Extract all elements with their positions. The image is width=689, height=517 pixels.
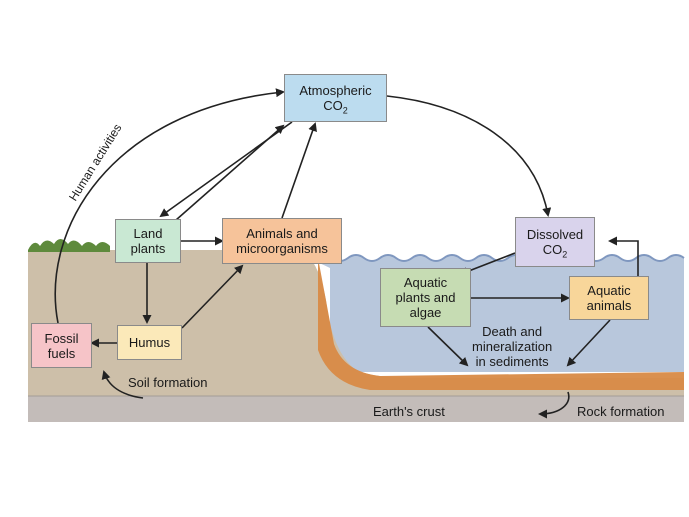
arrow-animals-to-atmosphere: [281, 122, 317, 219]
arrow-aquaticanimals-to-sediment: [566, 319, 611, 367]
fossil-fuels-line2: fuels: [47, 345, 76, 361]
death-line3: in sediments: [475, 354, 549, 369]
fossil-fuels-box: Fossil fuels: [31, 323, 92, 368]
rock-formation-label: Rock formation: [577, 404, 665, 419]
humus-label: Humus: [128, 335, 171, 350]
arrow-humus-to-animals: [181, 264, 244, 329]
animals-line2: microorganisms: [236, 241, 328, 256]
aquatic-animals-line2: animals: [586, 298, 632, 313]
water-surface-line: [331, 254, 685, 262]
dissolved-co2-box: Dissolved CO2: [515, 217, 595, 267]
arrow-atmosphere-to-dissolved: [386, 95, 552, 217]
atmospheric-co2-box: Atmospheric CO2: [284, 74, 387, 122]
dissolved-co2-subscript: 2: [562, 249, 568, 260]
death-line2: mineralization: [472, 339, 553, 354]
aquatic-plants-box: Aquatic plants and algae: [380, 268, 471, 327]
earths-crust-label: Earth's crust: [373, 404, 445, 419]
soil-formation-label: Soil formation: [128, 375, 208, 390]
dissolved-co2-main: CO: [542, 242, 563, 257]
death-mineralization-label: Death and mineralization in sediments: [472, 324, 552, 369]
animals-line1: Animals and: [246, 226, 318, 241]
sediment-layer: [318, 258, 684, 390]
death-line1: Death and: [482, 324, 543, 339]
animals-microorganisms-box: Animals and microorganisms: [222, 218, 342, 264]
aquatic-plants-line2: plants and: [395, 290, 456, 305]
aquatic-animals-line1: Aquatic: [587, 283, 631, 298]
atmospheric-co2-main: CO: [323, 98, 343, 113]
grass-strip: [28, 239, 110, 252]
arrow-soil-formation: [101, 370, 144, 399]
arrow-aquaticanimals-to-dissolved: [608, 236, 639, 276]
flow-arrows: [54, 88, 639, 419]
atmospheric-co2-line1: Atmospheric: [299, 83, 372, 98]
arrow-landplants-to-atmosphere: [175, 124, 285, 221]
arrow-rock-formation: [538, 391, 570, 419]
atmospheric-co2-subscript: 2: [342, 105, 348, 116]
arrow-fossil-to-atmosphere: [54, 88, 285, 324]
fossil-fuels-line1: Fossil: [44, 330, 79, 346]
humus-box: Humus: [117, 325, 182, 360]
earths-crust-band: [28, 396, 684, 422]
land-plants-line2: plants: [130, 241, 166, 256]
sky-background: [28, 30, 680, 250]
arrow-aquaticplants-to-sediment: [427, 326, 469, 367]
aquatic-plants-line3: algae: [409, 305, 442, 320]
dissolved-co2-line1: Dissolved: [526, 227, 584, 242]
land-plants-box: Land plants: [115, 219, 181, 263]
land-plants-line1: Land: [133, 226, 163, 241]
soil-ground: [28, 250, 684, 396]
aquatic-animals-box: Aquatic animals: [569, 276, 649, 320]
aquatic-plants-line1: Aquatic: [403, 275, 448, 290]
